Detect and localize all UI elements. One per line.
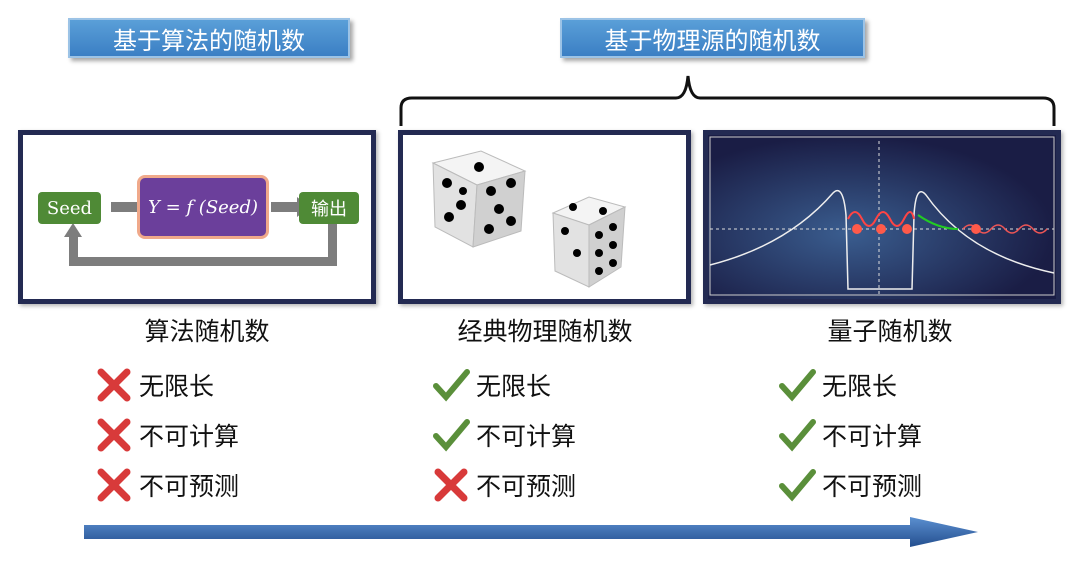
caption-quantum: 量子随机数 — [827, 317, 953, 346]
criterion-label: 不可预测 — [822, 472, 923, 501]
brace-icon — [399, 75, 1056, 126]
check-icon — [433, 419, 470, 452]
panel-algorithm-diagram: Seed Y = f (Seed) 输出 — [18, 130, 376, 304]
progress-arrow-icon — [84, 517, 978, 547]
cross-icon — [97, 418, 131, 452]
quantum-wave-plot — [709, 136, 1055, 296]
criterion-label: 不可预测 — [476, 472, 577, 501]
caption-classical-physical: 经典物理随机数 — [457, 317, 633, 346]
dice-icon — [431, 150, 627, 288]
criterion-label: 无限长 — [822, 372, 898, 401]
criterion-row: 不可计算 — [95, 415, 239, 455]
output-block: 输出 — [299, 192, 359, 224]
check-icon — [779, 469, 816, 502]
criterion-label: 无限长 — [139, 372, 215, 401]
header-algorithmic: 基于算法的随机数 — [68, 18, 350, 58]
header-physical: 基于物理源的随机数 — [560, 18, 865, 58]
criterion-label: 不可计算 — [139, 422, 240, 451]
criterion-label: 不可计算 — [822, 422, 923, 451]
criterion-row: 无限长 — [778, 365, 897, 405]
check-icon — [433, 369, 470, 402]
cross-icon — [434, 468, 468, 502]
criterion-row: 无限长 — [432, 365, 551, 405]
cross-icon — [97, 368, 131, 402]
function-block: Y = f (Seed) — [137, 175, 269, 239]
seed-block: Seed — [38, 192, 101, 224]
criterion-row: 不可预测 — [95, 465, 239, 505]
cross-icon — [97, 468, 131, 502]
panel-quantum-tunneling — [703, 130, 1061, 304]
check-icon — [779, 369, 816, 402]
criterion-row: 不可计算 — [778, 415, 922, 455]
check-icon — [779, 419, 816, 452]
panel-dice — [398, 130, 691, 304]
criterion-label: 无限长 — [476, 372, 552, 401]
criterion-row: 不可预测 — [432, 465, 576, 505]
caption-algorithmic: 算法随机数 — [144, 317, 270, 346]
criterion-row: 无限长 — [95, 365, 214, 405]
criterion-row: 不可计算 — [432, 415, 576, 455]
criterion-label: 不可计算 — [476, 422, 577, 451]
criterion-label: 不可预测 — [139, 472, 240, 501]
criterion-row: 不可预测 — [778, 465, 922, 505]
